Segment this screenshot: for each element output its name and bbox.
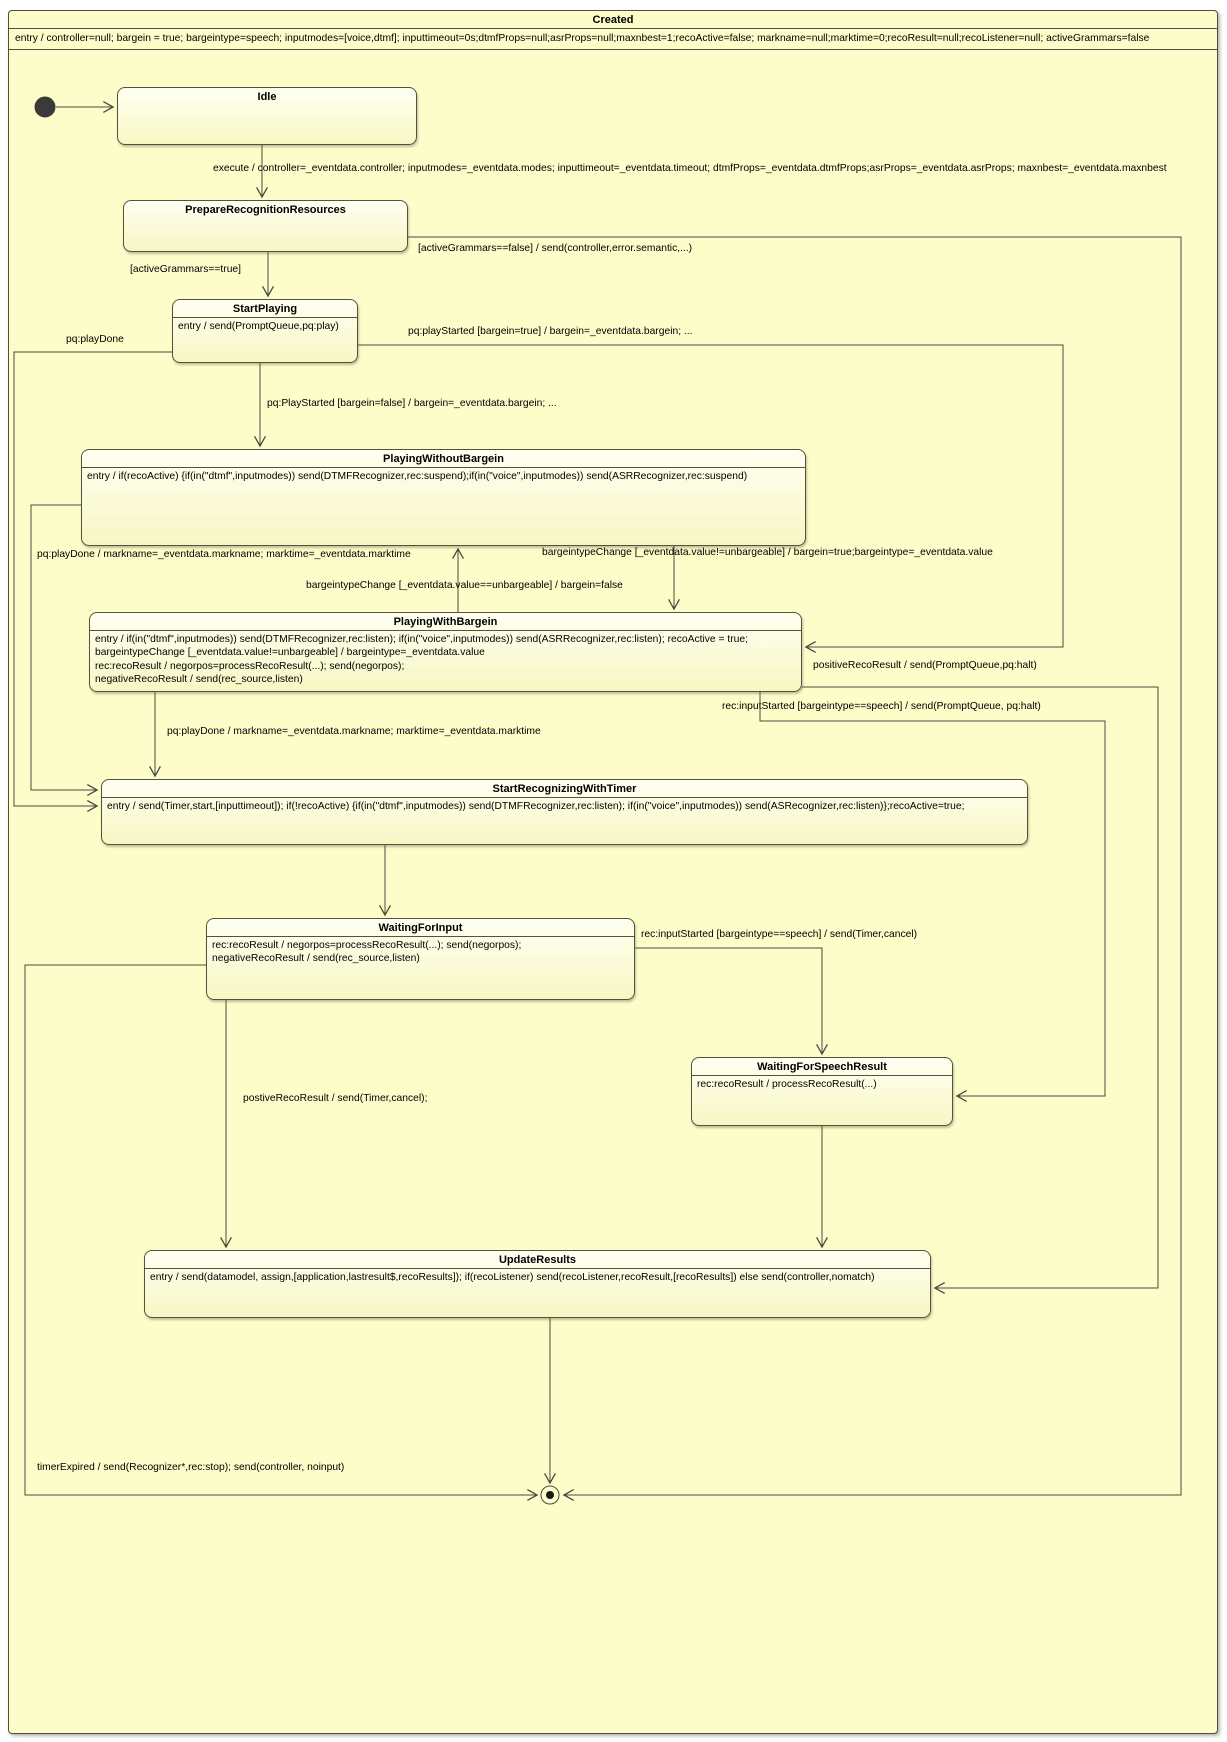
composite-state-title: Created [9,11,1217,29]
transition-label-input-started-halt: rec:inputStarted [bargeintype==speech] /… [722,701,1041,712]
state-update-results[interactable]: UpdateResults entry / send(datamodel, as… [144,1250,931,1318]
state-update-results-entry: entry / send(datamodel, assign,[applicat… [150,1272,875,1283]
transition-label-play-started-true: pq:playStarted [bargein=true] / bargein=… [408,326,693,337]
state-waiting-for-input[interactable]: WaitingForInput rec:recoResult / negorpo… [206,918,635,1000]
state-wfsr-action: rec:recoResult / processRecoResult(...) [697,1079,877,1090]
state-wfi-action-2: negativeRecoResult / send(rec_source,lis… [212,953,420,965]
state-wfi-title: WaitingForInput [207,919,634,937]
transition-label-play-started-false: pq:PlayStarted [bargein=false] / bargein… [267,398,557,409]
transition-label-input-started-cancel: rec:inputStarted [bargeintype==speech] /… [641,929,918,940]
state-pwb-title: PlayingWithBargein [90,613,801,631]
state-update-results-title: UpdateResults [145,1251,930,1269]
transition-label-active-grammars-false: [activeGrammars==false] / send(controlle… [418,243,693,254]
state-prepare-recognition-resources[interactable]: PrepareRecognitionResources [123,200,408,252]
state-start-playing-entry: entry / send(PromptQueue,pq:play) [178,321,339,332]
transition-label-play-done-markname-2: pq:playDone / markname=_eventdata.markna… [167,726,541,737]
transition-label-postive-reco-cancel: postiveRecoResult / send(Timer,cancel); [243,1093,428,1104]
transition-label-bargein-change-neq: bargeintypeChange [_eventdata.value!=unb… [542,547,993,558]
state-srwt-entry: entry / send(Timer,start,[inputtimeout])… [107,801,965,812]
transition-label-play-done: pq:playDone [66,334,124,345]
state-pwb-action-2: bargeintypeChange [_eventdata.value!=unb… [95,647,485,659]
state-idle[interactable]: Idle [117,87,417,145]
state-start-playing[interactable]: StartPlaying entry / send(PromptQueue,pq… [172,299,358,363]
state-start-playing-title: StartPlaying [173,300,357,318]
state-idle-title: Idle [257,91,277,103]
state-pwob-title: PlayingWithoutBargein [82,450,805,468]
transition-label-active-grammars-true: [activeGrammars==true] [130,264,242,275]
state-srwt-title: StartRecognizingWithTimer [102,780,1027,798]
state-playing-without-bargein[interactable]: PlayingWithoutBargein entry / if(recoAct… [81,449,806,546]
transition-label-bargein-change-eq: bargeintypeChange [_eventdata.value==unb… [306,580,623,591]
transition-label-positive-reco-result: positiveRecoResult / send(PromptQueue,pq… [813,660,1037,671]
state-pwb-entry: entry / if(in("dtmf",inputmodes)) send(D… [95,634,748,645]
transition-label-execute: execute / controller=_eventdata.controll… [213,163,1167,174]
state-start-recognizing-with-timer[interactable]: StartRecognizingWithTimer entry / send(T… [101,779,1028,845]
state-wfsr-title: WaitingForSpeechResult [692,1058,952,1076]
state-pwb-action-3: rec:recoResult / negorpos=processRecoRes… [95,660,405,672]
state-waiting-for-speech-result[interactable]: WaitingForSpeechResult rec:recoResult / … [691,1057,953,1126]
transition-label-play-done-markname-1: pq:playDone / markname=_eventdata.markna… [37,549,411,560]
state-playing-with-bargein[interactable]: PlayingWithBargein entry / if(in("dtmf",… [89,612,802,692]
state-pwob-entry: entry / if(recoActive) {if(in("dtmf",inp… [87,471,748,482]
state-prepare-title: PrepareRecognitionResources [185,204,346,216]
transition-label-timer-expired: timerExpired / send(Recognizer*,rec:stop… [37,1462,345,1473]
state-wfi-action-1: rec:recoResult / negorpos=processRecoRes… [212,940,522,951]
composite-state-entry-action: entry / controller=null; bargein = true;… [9,29,1217,50]
state-pwb-action-4: negativeRecoResult / send(rec_source,lis… [95,674,303,686]
